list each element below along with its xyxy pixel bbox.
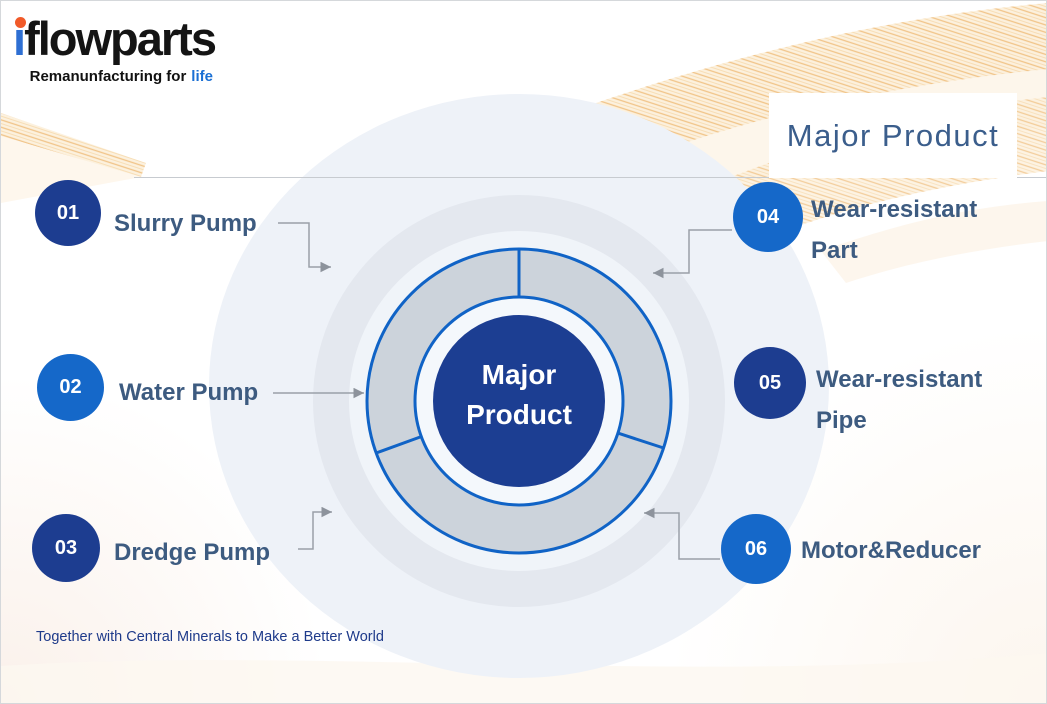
item-01-label: Slurry Pump <box>114 210 257 237</box>
header-divider-line <box>134 177 1046 178</box>
donut-segment-dividers <box>375 249 665 455</box>
logo-wordmark-rest: flowparts <box>24 12 217 65</box>
connector-item-04 <box>653 229 732 279</box>
center-label-line1: Major <box>482 359 557 390</box>
item-02-badge: 02 <box>37 354 104 421</box>
item-05-badge: 05 <box>734 347 806 419</box>
item-06-number: 06 <box>744 537 768 560</box>
donut-diagram: Major Product <box>365 247 673 555</box>
tagline-prefix: Remanunfacturing for <box>29 68 187 85</box>
center-label-line2: Product <box>466 399 572 430</box>
connector-item-03 <box>298 506 332 550</box>
item-04-label: Wear-resistant Part <box>811 196 978 264</box>
item-02-number: 02 <box>59 376 82 398</box>
tagline-highlight: life <box>191 68 213 85</box>
left-edge-wave-texture <box>1 113 146 203</box>
item-01-number: 01 <box>56 201 80 224</box>
item-03-number: 03 <box>54 536 78 559</box>
item-03-badge: 03 <box>32 514 100 582</box>
page-title: Major Product <box>786 117 1000 153</box>
connector-lines <box>273 222 732 560</box>
brand-wordmark: i flowparts <box>13 12 217 65</box>
center-circle <box>433 315 605 487</box>
item-02-label: Water Pump <box>119 379 259 406</box>
logo-i-orange-dot-icon <box>15 17 26 28</box>
item-06-label: Motor&Reducer <box>801 537 982 564</box>
logo-letter-i: i <box>13 12 26 65</box>
connector-item-06 <box>644 507 720 560</box>
item-01-badge: 01 <box>35 180 101 246</box>
item-03-label: Dredge Pump <box>114 539 271 566</box>
item-05-number: 05 <box>758 371 782 394</box>
item-05-label: Wear-resistant Pipe <box>816 366 983 434</box>
bottom-wave-texture <box>1 653 1046 703</box>
item-04-number: 04 <box>756 205 780 228</box>
title-box: Major Product <box>769 93 1017 178</box>
connector-item-01 <box>278 222 331 273</box>
item-04-badge: 04 <box>733 182 803 252</box>
item-06-badge: 06 <box>721 514 791 584</box>
footer-slogan: Together with Central Minerals to Make a… <box>36 629 384 645</box>
